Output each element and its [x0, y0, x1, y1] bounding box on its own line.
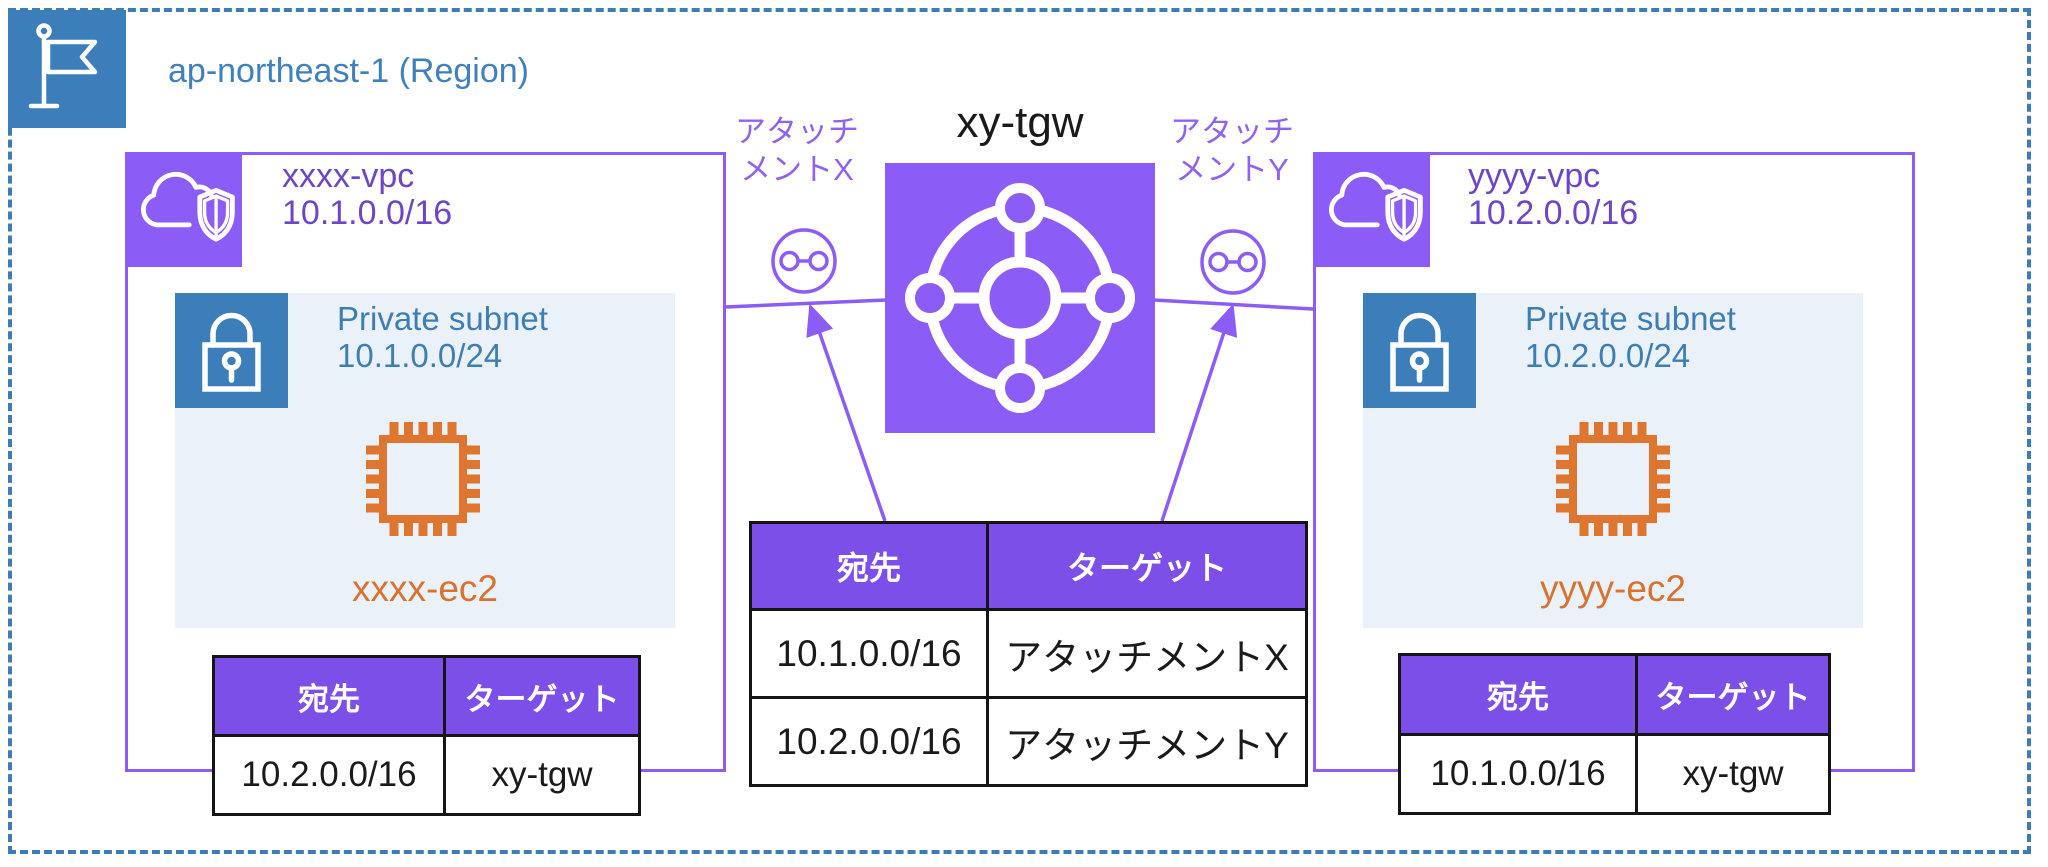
route-destination-cell: 10.1.0.0/16 — [749, 608, 989, 699]
subnet-left-cidr: 10.1.0.0/24 — [337, 337, 503, 374]
route-target-cell: xy-tgw — [1635, 733, 1831, 815]
region-label: ap-northeast-1 (Region) — [168, 52, 529, 90]
table-row: 10.2.0.0/16 アタッチメントY — [749, 696, 1308, 787]
route-table-header-destination: 宛先 — [212, 655, 446, 737]
route-destination-cell: 10.2.0.0/16 — [212, 734, 446, 816]
vpc-right-name: yyyy-vpc — [1468, 157, 1601, 195]
vpc-left-cidr: 10.1.0.0/16 — [282, 194, 453, 232]
table-row: 10.2.0.0/16 xy-tgw — [212, 734, 641, 816]
vpc-right-route-table: 宛先 ターゲット 10.1.0.0/16 xy-tgw — [1398, 653, 1831, 815]
route-table-header-destination: 宛先 — [1398, 653, 1638, 736]
route-target-cell: アタッチメントX — [986, 608, 1308, 699]
transit-gateway-icon — [885, 163, 1155, 433]
route-destination-cell: 10.1.0.0/16 — [1398, 733, 1638, 815]
route-destination-cell: 10.2.0.0/16 — [749, 696, 989, 787]
attachment-y-label: アタッチ メントY — [1147, 113, 1317, 189]
vpc-icon — [1313, 152, 1430, 267]
vpc-right-label: yyyy-vpc 10.2.0.0/16 — [1468, 158, 1638, 232]
vpc-icon — [125, 152, 242, 267]
vpc-left-route-table: 宛先 ターゲット 10.2.0.0/16 xy-tgw — [212, 655, 641, 816]
attachment-x-label: アタッチ メントX — [712, 113, 882, 189]
vpc-left-name: xxxx-vpc — [282, 157, 415, 195]
vpc-left-label: xxxx-vpc 10.1.0.0/16 — [282, 158, 452, 232]
attachment-x-icon — [769, 226, 839, 296]
table-row: 10.1.0.0/16 xy-tgw — [1398, 733, 1831, 815]
private-subnet-lock-icon — [1363, 293, 1476, 408]
private-subnet-lock-icon — [175, 293, 288, 408]
region-border — [8, 8, 2031, 854]
vpc-right-cidr: 10.2.0.0/16 — [1468, 194, 1639, 232]
attachment-y-label-line2: メントY — [1175, 152, 1289, 187]
route-table-header-target: ターゲット — [1635, 653, 1831, 736]
ec2-right-label: yyyy-ec2 — [1540, 568, 1686, 609]
attachment-y-label-line1: アタッチ — [1170, 114, 1294, 149]
ec2-chip-icon — [1538, 404, 1688, 554]
table-row: 10.1.0.0/16 アタッチメントX — [749, 608, 1308, 699]
ec2-left-label: xxxx-ec2 — [352, 568, 498, 609]
tgw-route-table: 宛先 ターゲット 10.1.0.0/16 アタッチメントX 10.2.0.0/1… — [749, 521, 1308, 787]
route-table-header-target: ターゲット — [443, 655, 641, 737]
region-flag-icon — [8, 10, 126, 128]
route-target-cell: アタッチメントY — [986, 696, 1308, 787]
ec2-chip-icon — [348, 404, 498, 554]
route-target-cell: xy-tgw — [443, 734, 641, 816]
attachment-x-label-line2: メントX — [740, 152, 854, 187]
subnet-right-label: Private subnet 10.2.0.0/24 — [1525, 300, 1736, 374]
tgw-title: xy-tgw — [956, 98, 1084, 147]
subnet-left-label: Private subnet 10.1.0.0/24 — [337, 300, 548, 374]
subnet-right-title: Private subnet — [1525, 300, 1736, 337]
route-table-header-target: ターゲット — [986, 521, 1308, 611]
attachment-x-label-line1: アタッチ — [735, 114, 859, 149]
attachment-y-icon — [1198, 227, 1268, 297]
route-table-header-destination: 宛先 — [749, 521, 989, 611]
subnet-right-cidr: 10.2.0.0/24 — [1525, 337, 1691, 374]
subnet-left-title: Private subnet — [337, 300, 548, 337]
